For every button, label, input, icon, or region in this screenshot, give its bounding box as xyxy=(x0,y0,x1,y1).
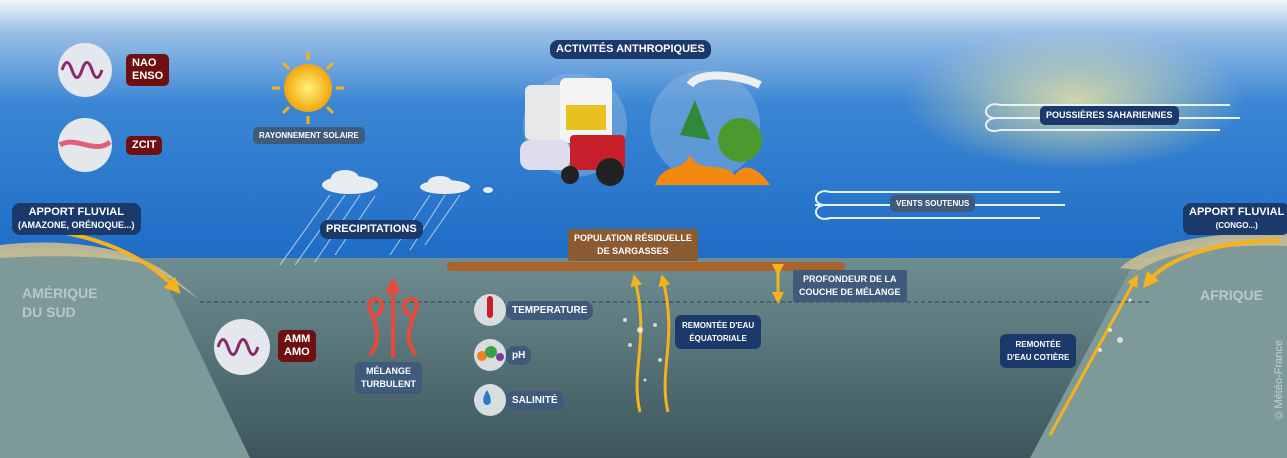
sun-icon xyxy=(284,64,332,112)
mixed-layer-line-1: PROFONDEUR DE LA xyxy=(803,274,897,284)
cloud-icons xyxy=(322,170,493,194)
coastal-upwelling-label: REMONTÉE D'EAU COTIÈRE xyxy=(1000,334,1077,368)
mixed-layer-line-2: COUCHE DE MÉLANGE xyxy=(799,287,901,297)
upwelling-arrow-1 xyxy=(630,274,643,413)
sargassum-mat xyxy=(447,262,845,271)
coastal-upwelling-line-2: D'EAU COTIÈRE xyxy=(1007,353,1070,362)
bubbles xyxy=(623,298,1132,382)
agriculture-icon xyxy=(520,73,627,186)
river-input-right: APPORT FLUVIAL (CONGO...) xyxy=(1183,203,1287,235)
parameter-icons xyxy=(474,294,506,416)
south-america-label: AMÉRIQUE DU SUD xyxy=(22,284,97,322)
south-america-line-2: DU SUD xyxy=(22,304,76,320)
precipitation-label: PRECIPITATIONS xyxy=(320,220,423,239)
salinity-label: SALINITÉ xyxy=(506,391,564,410)
south-america-land xyxy=(0,248,250,458)
nao-text: NAO xyxy=(132,57,157,69)
turbulent-line-1: MÉLANGE xyxy=(366,366,411,376)
sargassum-line-1: POPULATION RÉSIDUELLE xyxy=(574,233,692,243)
dust-haze xyxy=(905,30,1245,170)
ph-label: pH xyxy=(506,346,532,365)
eq-upwelling-line-1: REMONTÉE D'EAU xyxy=(682,321,755,330)
globe-icons xyxy=(58,43,270,375)
amo-text: AMO xyxy=(284,346,310,358)
coastal-upwelling-arrow xyxy=(1048,274,1138,436)
turbulent-line-2: TURBULENT xyxy=(361,379,416,389)
equatorial-upwelling-label: REMONTÉE D'EAU ÉQUATORIALE xyxy=(675,315,762,349)
temperature-label: TEMPERATURE xyxy=(506,301,594,320)
river-input-left: APPORT FLUVIAL (AMAZONE, ORÉNOQUE...) xyxy=(12,203,141,235)
coastal-upwelling-line-1: REMONTÉE xyxy=(1015,340,1061,349)
wind-dust-icon xyxy=(985,103,1240,132)
river-left-sub: (AMAZONE, ORÉNOQUE...) xyxy=(18,220,135,230)
winds-label: VENTS SOUTENUS xyxy=(890,195,976,212)
upwelling-arrow-2 xyxy=(658,274,671,413)
solar-radiation-label: RAYONNEMENT SOLAIRE xyxy=(253,127,365,144)
zcit-label: ZCIT xyxy=(126,136,163,155)
turbulent-mixing-icon xyxy=(367,277,419,358)
africa-label: AFRIQUE xyxy=(1200,287,1263,303)
river-plume-left xyxy=(0,242,200,300)
sargassum-line-2: DE SARGASSES xyxy=(597,246,669,256)
amm-text: AMM xyxy=(284,333,311,345)
anthropogenic-label: ACTIVITÉS ANTHROPIQUES xyxy=(550,40,711,59)
enso-text: ENSO xyxy=(132,70,164,82)
sun-rays xyxy=(272,52,344,124)
turbulent-mixing-label: MÉLANGE TURBULENT xyxy=(355,362,422,394)
river-right-sub: (CONGO...) xyxy=(1215,221,1258,230)
copyright: ©Météo-France xyxy=(1273,340,1285,421)
fire-icon xyxy=(650,70,770,185)
mixed-layer-label: PROFONDEUR DE LA COUCHE DE MÉLANGE xyxy=(793,270,907,302)
africa-land xyxy=(1030,237,1287,458)
south-america-line-1: AMÉRIQUE xyxy=(22,285,98,301)
sargassum-label: POPULATION RÉSIDUELLE DE SARGASSES xyxy=(568,229,698,261)
eq-upwelling-line-2: ÉQUATORIALE xyxy=(689,334,747,343)
river-right-title: APPORT FLUVIAL xyxy=(1189,206,1285,218)
river-arrow-right xyxy=(1142,238,1281,289)
saharan-dust-label: POUSSIÈRES SAHARIENNES xyxy=(1040,106,1179,125)
river-left-title: APPORT FLUVIAL xyxy=(28,206,124,218)
